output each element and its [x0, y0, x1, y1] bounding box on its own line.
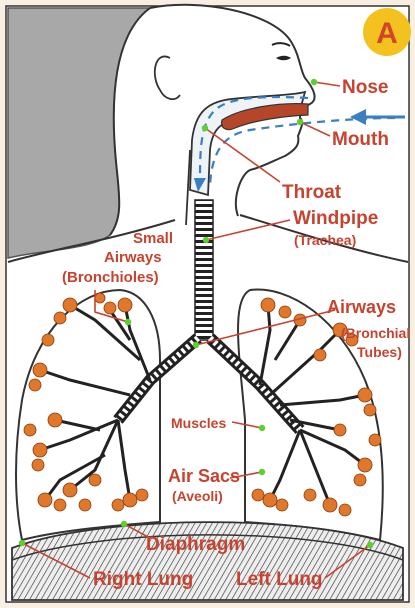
label-tubes: Tubes): [357, 344, 402, 360]
label-muscles: Muscles: [171, 415, 226, 431]
label-left-lung: Left Lung: [236, 569, 323, 590]
label-aveoli: (Aveoli): [172, 488, 223, 504]
label-airways-small: Airways: [104, 249, 162, 266]
label-bronchial: (Bronchial: [341, 325, 410, 341]
label-airways: Airways: [327, 297, 396, 317]
label-air-sacs: Air Sacs: [168, 466, 240, 486]
badge-letter: A: [376, 17, 398, 50]
label-windpipe: Windpipe: [293, 208, 378, 229]
label-small: Small: [133, 230, 173, 247]
label-bronchioles: (Bronchioles): [62, 269, 159, 286]
label-throat: Throat: [282, 182, 342, 203]
trachea: [195, 200, 213, 340]
label-right-lung: Right Lung: [93, 569, 193, 590]
label-trachea: (Trachea): [294, 232, 356, 248]
label-diaphragm: Diaphragm: [146, 534, 245, 555]
label-nose: Nose: [342, 77, 388, 98]
label-mouth: Mouth: [332, 129, 389, 150]
